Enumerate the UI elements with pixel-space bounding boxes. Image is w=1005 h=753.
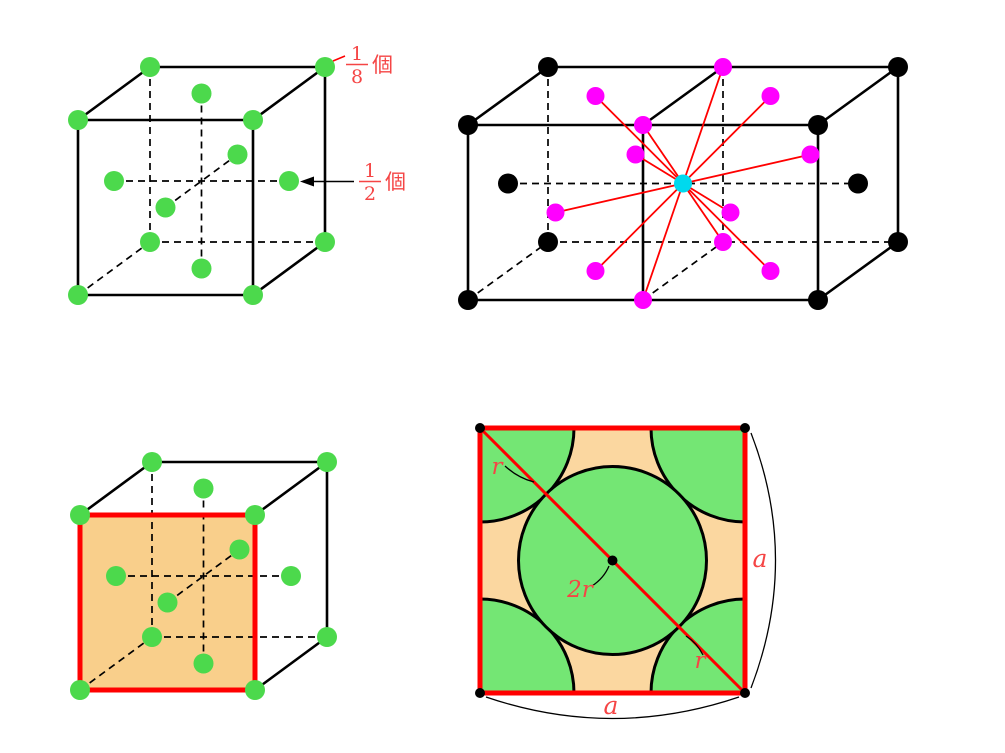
a-bottom-label: a	[604, 691, 619, 720]
black-atoms	[458, 57, 908, 310]
a-bottom-brace	[485, 696, 740, 720]
magenta-atom	[626, 145, 645, 164]
r-lower-leader	[685, 635, 704, 656]
magenta-atom	[714, 233, 732, 251]
magenta-atom	[761, 87, 780, 105]
corner-atom-circle	[480, 597, 576, 693]
black-atom	[888, 232, 908, 252]
magenta-atom	[801, 145, 820, 164]
two-r-leader	[591, 565, 610, 587]
neighbor-bonds	[555, 66, 811, 301]
lattice-point	[607, 555, 618, 566]
magenta-atom	[721, 203, 740, 222]
green-atom	[281, 566, 301, 586]
green-atom	[315, 232, 335, 252]
black-atom	[808, 290, 828, 310]
green-atom	[191, 83, 212, 104]
green-atom	[157, 592, 178, 613]
fcc-face-packing-panel: r 2r r a a	[475, 423, 777, 720]
a-right-brace	[750, 432, 777, 689]
face-outline	[77, 512, 258, 693]
green-atom	[68, 110, 88, 130]
green-atom	[279, 171, 299, 191]
green-atom	[140, 57, 160, 77]
fraction-numerator: 1	[364, 160, 376, 182]
lattice-point	[475, 423, 485, 433]
green-atom	[140, 232, 160, 252]
count-unit-label: 個	[372, 53, 393, 77]
green-atom	[193, 478, 214, 499]
black-atom	[458, 115, 478, 135]
green-atom	[70, 680, 90, 700]
black-atom	[808, 115, 828, 135]
fraction-numerator: 1	[351, 43, 363, 65]
magenta-atom	[586, 87, 605, 105]
magenta-atom	[634, 291, 652, 309]
magenta-atom	[586, 262, 605, 280]
cube-edges	[78, 460, 329, 692]
black-atom	[538, 232, 558, 252]
green-atom	[245, 680, 265, 700]
fcc-coordination-panel	[458, 57, 908, 310]
left-arrow-icon	[300, 176, 314, 187]
green-atoms	[70, 452, 337, 700]
green-atom	[229, 539, 250, 560]
green-atom	[317, 627, 337, 647]
magenta-atom	[761, 262, 780, 280]
hidden-edges	[77, 67, 325, 296]
hidden-edges	[79, 462, 327, 691]
lattice-point	[475, 688, 485, 698]
two-r-label: 2r	[566, 577, 595, 603]
green-atom	[315, 57, 335, 77]
r-upper-leader	[504, 465, 535, 483]
green-atom	[243, 110, 263, 130]
green-atom	[106, 566, 126, 586]
magenta-atom	[546, 203, 565, 222]
black-atom	[848, 173, 868, 194]
green-atom	[70, 505, 90, 525]
lattice-point	[740, 688, 750, 698]
neighbor-atoms	[546, 58, 820, 309]
magenta-atom	[714, 58, 732, 76]
green-atom	[104, 171, 124, 191]
green-atom	[245, 505, 265, 525]
face-outline	[477, 425, 748, 696]
black-atom	[458, 290, 478, 310]
fraction-denominator: 8	[351, 66, 363, 88]
a-right-label: a	[753, 544, 768, 573]
lattice-points	[475, 423, 750, 698]
fcc-cell-count-panel: 1 8 個 1 2 個	[68, 43, 406, 305]
green-atom	[142, 452, 162, 472]
green-atom	[317, 452, 337, 472]
count-unit-label: 個	[385, 170, 406, 194]
corner-atom-circle	[649, 428, 745, 524]
one-eighth-annotation: 1 8 個	[332, 43, 393, 88]
fraction-denominator: 2	[364, 183, 376, 205]
magenta-atom	[634, 116, 652, 134]
green-atom	[142, 627, 162, 647]
r-lower-label: r	[695, 648, 708, 674]
green-atom	[243, 285, 263, 305]
black-atom	[538, 57, 558, 77]
green-atom	[227, 144, 248, 165]
green-atoms	[68, 57, 335, 305]
green-atom	[155, 197, 176, 218]
fcc-face-highlight-panel	[70, 452, 337, 700]
green-atom	[191, 258, 212, 279]
green-atom	[193, 653, 214, 674]
center-atom	[674, 174, 692, 193]
lattice-point	[740, 423, 750, 433]
r-upper-label: r	[492, 454, 505, 480]
black-atom	[888, 57, 908, 77]
leader-line	[332, 55, 346, 62]
green-atom	[68, 285, 88, 305]
black-atom	[498, 173, 518, 194]
one-half-annotation: 1 2 個	[300, 160, 406, 205]
